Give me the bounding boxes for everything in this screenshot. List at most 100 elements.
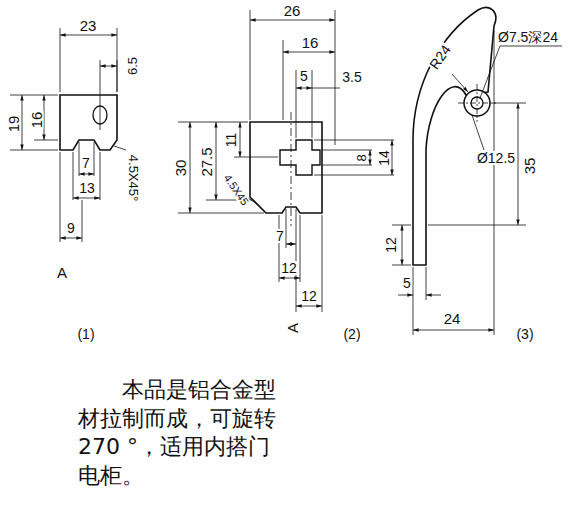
drawing-stroke xyxy=(79,174,94,175)
dimension-label: 5 xyxy=(402,276,412,290)
drawing-stroke xyxy=(472,115,484,150)
dimension-label: Ø7.5深24 xyxy=(497,30,559,44)
dimension-label: 7 xyxy=(275,229,285,243)
drawing-stroke xyxy=(190,122,191,213)
drawing-stroke xyxy=(398,295,413,296)
drawing-stroke xyxy=(114,146,126,150)
drawing-stroke xyxy=(300,215,301,282)
drawing-stroke xyxy=(291,112,292,226)
drawing-stroke xyxy=(178,122,248,123)
caption-text: 本品是铝合金型 材拉制而成，可旋转 270 °，适用内搭门 电柜。 xyxy=(78,376,289,490)
view-two xyxy=(178,10,394,312)
drawing-stroke xyxy=(480,46,500,98)
drawing-stroke xyxy=(100,66,117,67)
drawing-stroke xyxy=(477,84,478,122)
dimension-label: 26 xyxy=(283,3,302,18)
drawing-stroke xyxy=(60,28,61,92)
drawing-stroke xyxy=(392,140,393,175)
view-three xyxy=(392,8,562,335)
drawing-stroke xyxy=(428,225,526,226)
drawing-stroke xyxy=(60,35,117,36)
dimension-label: 5 xyxy=(299,69,309,83)
dimension-label: 12 xyxy=(280,261,298,275)
drawing-stroke xyxy=(312,88,340,89)
part-outline xyxy=(250,122,322,213)
drawing-stroke xyxy=(322,150,372,151)
hook-outline xyxy=(413,8,496,265)
drawing-stroke xyxy=(117,28,118,92)
drawing-stroke xyxy=(392,225,411,226)
part-outline xyxy=(60,95,117,150)
drawing-stroke xyxy=(458,103,496,104)
drawing-stroke xyxy=(82,200,83,242)
drawing-stroke xyxy=(413,330,494,331)
dimension-label: 27.5 xyxy=(199,146,214,177)
drawing-stroke xyxy=(500,46,562,47)
dimension-label: 4.5X45° xyxy=(127,154,140,202)
drawing-stroke xyxy=(100,152,101,200)
drawing-stroke xyxy=(79,142,80,176)
dimension-label: (2) xyxy=(342,327,361,341)
drawing-stroke xyxy=(240,122,241,157)
drawing-stroke xyxy=(10,150,58,151)
drawing-stroke xyxy=(10,95,58,96)
drawing-stroke xyxy=(392,30,562,335)
dimension-label: 35 xyxy=(522,157,537,176)
dimension-label: 24 xyxy=(443,311,462,326)
drawing-stroke xyxy=(286,209,287,248)
drawing-stroke xyxy=(60,238,82,239)
drawing-stroke xyxy=(44,95,45,140)
drawing-stroke xyxy=(402,225,403,265)
drawing-stroke xyxy=(426,295,441,296)
dimension-label: R24 xyxy=(426,42,453,73)
drawing-stroke xyxy=(413,267,414,335)
dimension-label: 13 xyxy=(78,181,96,195)
t-slot xyxy=(280,140,320,175)
dimension-label: 4.5X45 xyxy=(221,172,251,209)
dimension-label: 9 xyxy=(66,221,76,235)
dimension-label: Ø12.5 xyxy=(476,151,516,165)
drawing-stroke xyxy=(10,28,126,242)
dimension-label: (1) xyxy=(76,327,95,341)
drawing-stroke xyxy=(283,52,335,53)
drawing-stroke xyxy=(34,140,58,141)
dimension-label: 12 xyxy=(300,289,318,303)
drawing-stroke xyxy=(314,140,394,141)
dimension-label: 7 xyxy=(81,156,91,170)
dimension-label: 11 xyxy=(224,132,238,149)
dimension-label: 8 xyxy=(355,153,368,162)
drawing-stroke xyxy=(117,60,118,92)
drawing-stroke xyxy=(100,60,101,130)
dimension-label: 12 xyxy=(384,236,398,254)
dimension-label: A xyxy=(285,322,300,334)
drawing-stroke xyxy=(22,95,23,150)
dimension-label: A xyxy=(56,265,68,280)
drawing-stroke xyxy=(322,215,323,312)
dimension-label: 16 xyxy=(301,35,320,50)
drawing-stroke xyxy=(279,278,300,279)
dimension-label: 14 xyxy=(377,149,391,167)
drawing-stroke xyxy=(322,165,372,166)
dimension-label: 30 xyxy=(173,159,188,178)
drawing-stroke xyxy=(518,103,519,225)
drawing-stroke xyxy=(178,10,394,312)
drawing-stroke xyxy=(392,265,411,266)
drawing-stroke xyxy=(250,20,335,21)
drawing-stroke xyxy=(296,306,322,307)
drawing-stroke xyxy=(492,103,526,104)
dimension-label: 6.5 xyxy=(126,56,139,76)
drawing-stroke xyxy=(178,213,264,214)
drawing-stroke xyxy=(312,70,313,138)
drawing-stroke xyxy=(234,157,278,158)
drawing-stroke xyxy=(494,30,495,335)
drawing-stroke xyxy=(250,10,251,120)
dimension-label: 16 xyxy=(29,111,44,130)
drawing-stroke xyxy=(370,150,371,165)
drawing-stroke xyxy=(73,198,100,199)
drawing-stroke xyxy=(296,70,297,138)
dimension-label: 3.5 xyxy=(341,70,362,84)
drawing-stroke xyxy=(216,122,217,200)
drawing-stroke xyxy=(314,175,394,176)
dimension-label: (3) xyxy=(515,327,534,341)
